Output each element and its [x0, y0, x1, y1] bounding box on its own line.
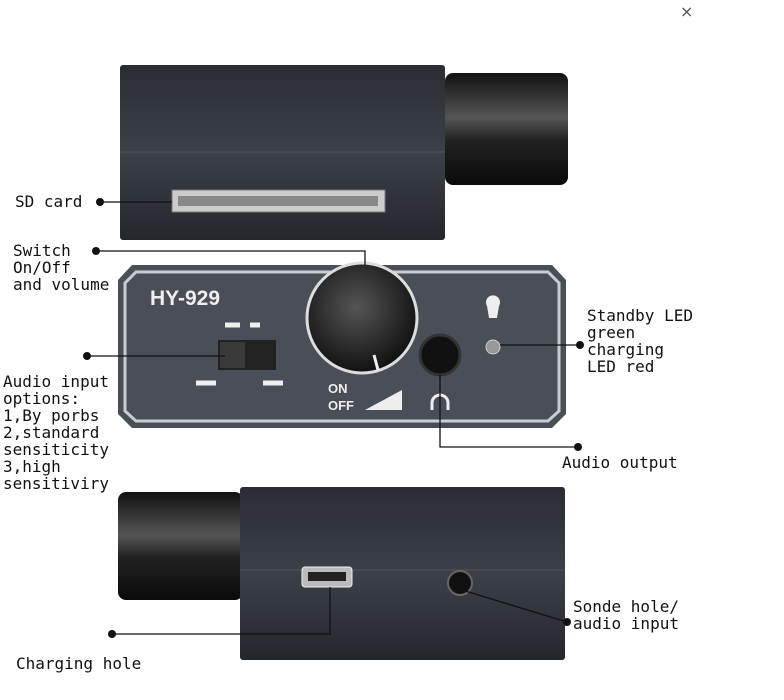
- svg-text:ON: ON: [328, 381, 348, 396]
- top-view-device: [120, 65, 568, 240]
- sonde-hole-label: Sonde hole/ audio input: [573, 597, 679, 633]
- front-panel: HY-929 ON OFF: [118, 261, 566, 428]
- sonde-jack: [447, 570, 473, 596]
- model-label: HY-929: [150, 287, 220, 310]
- switch-label: Switch On/Off and volume: [13, 241, 110, 294]
- volume-knob[interactable]: [305, 261, 419, 375]
- charging-hole-label: Charging hole: [16, 654, 142, 673]
- bottom-view-device: [118, 487, 565, 660]
- svg-text:OFF: OFF: [328, 398, 354, 413]
- close-button[interactable]: ×: [680, 2, 694, 21]
- status-led: [485, 339, 501, 355]
- audio-input-label: Audio input options: 1,By porbs 2,standa…: [3, 372, 109, 493]
- standby-led-label: Standby LED green charging LED red: [587, 306, 693, 376]
- sd-card-label: SD card: [15, 192, 83, 211]
- headphone-jack: [418, 333, 462, 377]
- leader-lines: [87, 201, 580, 635]
- audio-output-label: Audio output: [562, 453, 678, 472]
- light-bulb-icon: [486, 295, 500, 318]
